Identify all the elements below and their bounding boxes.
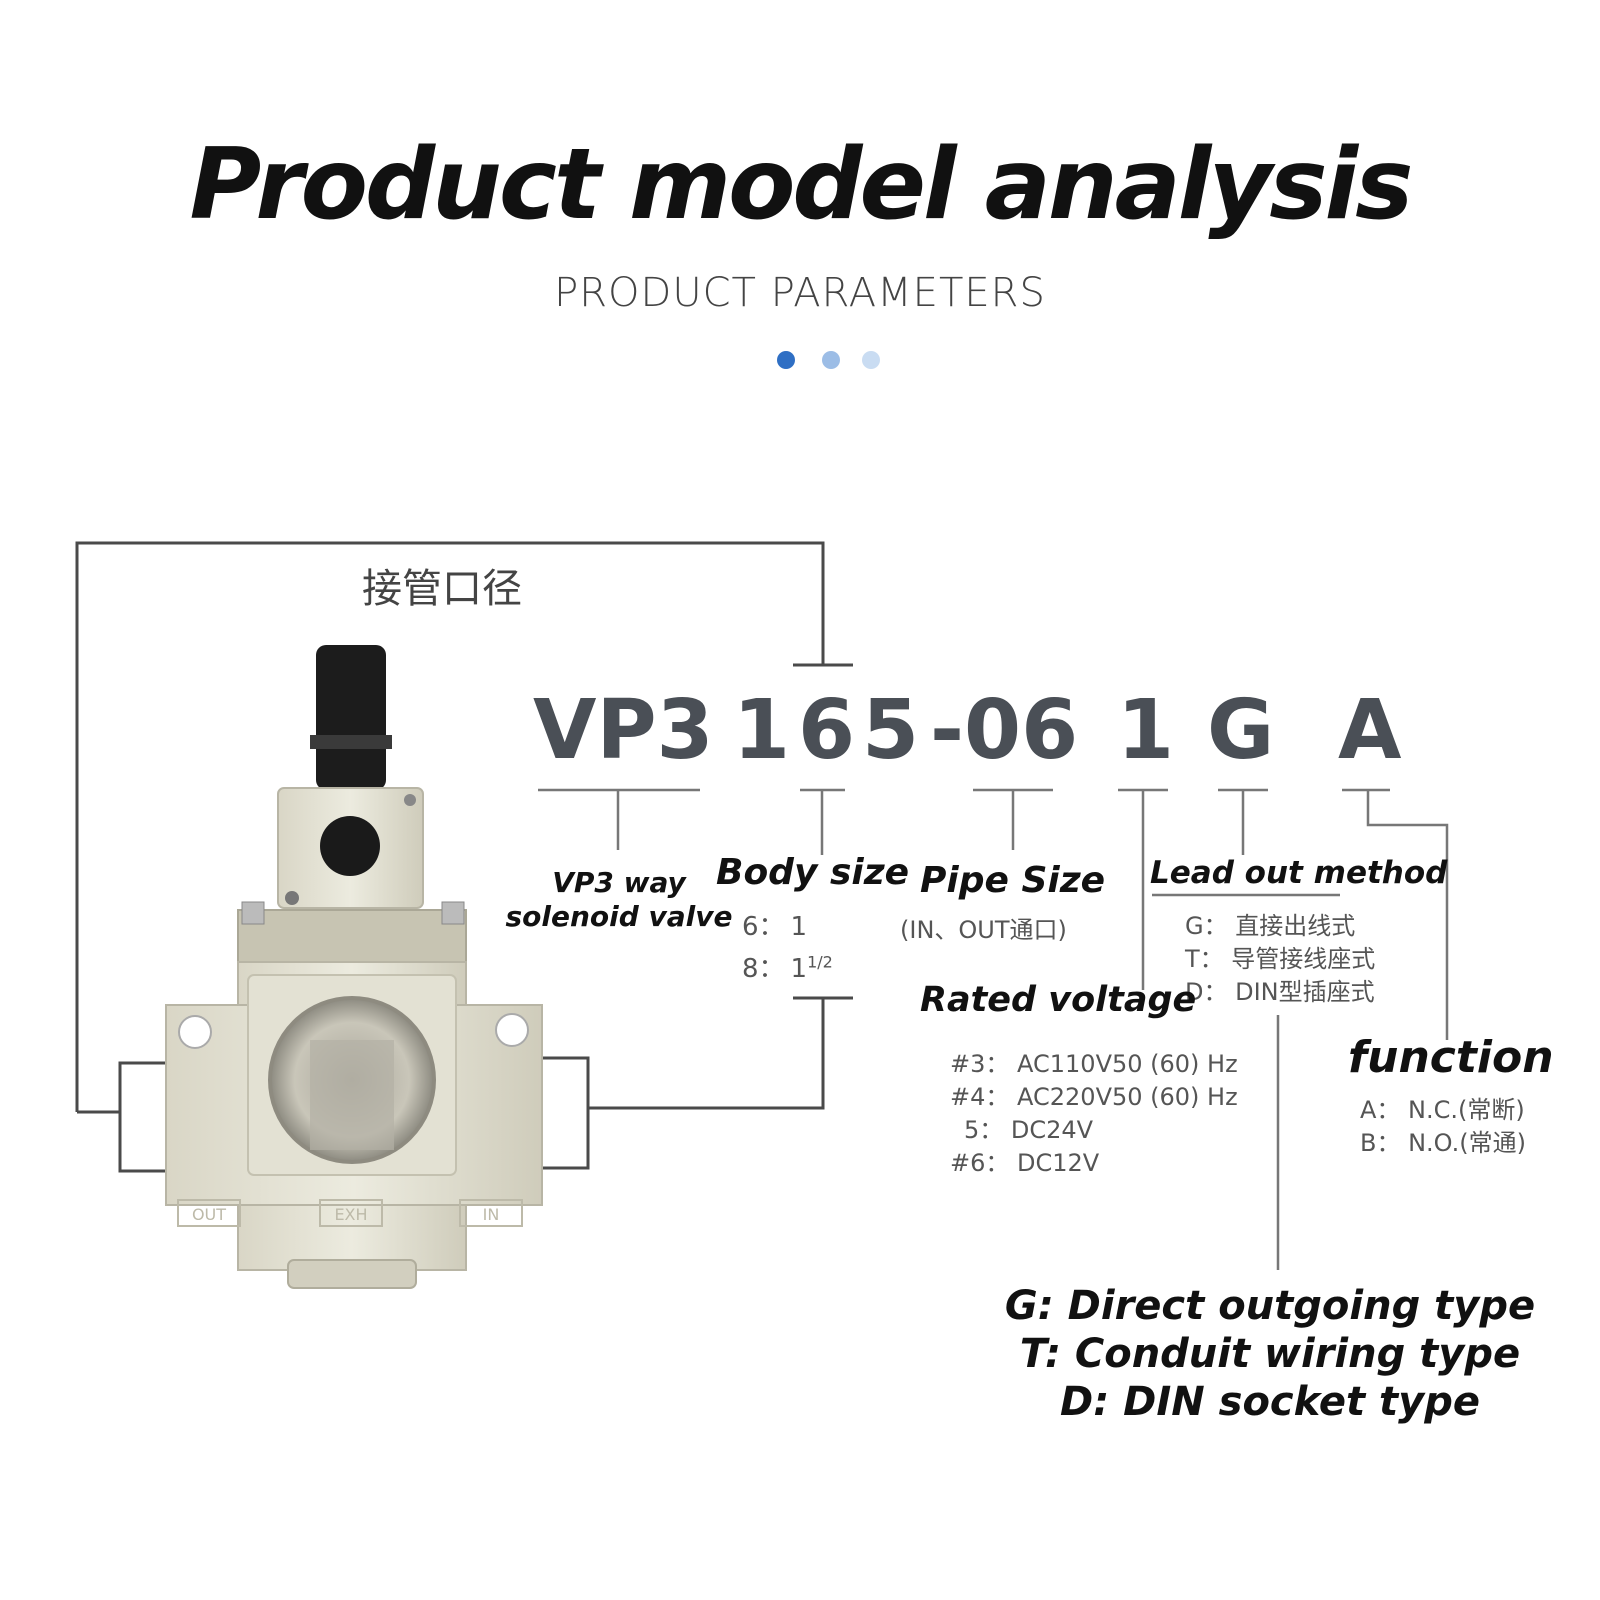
pipe-size-note: (IN、OUT通口) [900, 916, 1067, 944]
model-body-digit-1: 1 [733, 683, 791, 778]
port-label-in: IN [483, 1205, 500, 1224]
lead-option-d: D： DIN型插座式 [1185, 978, 1375, 1006]
lead-out-options: G： 直接出线式 T： 导管接线座式 D： DIN型插座式 [1185, 910, 1375, 1009]
model-body-digit-2: 6 [798, 683, 856, 778]
model-lead: G [1207, 683, 1275, 778]
model-pipe-size: -06 [930, 683, 1079, 778]
voltage-options: #3： AC110V50 (60) Hz #4： AC220V50 (60) H… [950, 1048, 1238, 1180]
body-size-label: Body size [716, 852, 910, 893]
lead-explanation-d: D: DIN socket type [1060, 1379, 1480, 1425]
model-body-digit-3: 5 [862, 683, 920, 778]
lead-option-g: G： 直接出线式 [1185, 912, 1356, 940]
page-subtitle: PRODUCT PARAMETERS [554, 270, 1046, 316]
voltage-option-3: #3： AC110V50 (60) Hz [950, 1050, 1238, 1078]
page-title: Product model analysis [189, 128, 1414, 242]
function-options: A： N.C.(常断) B： N.O.(常通) [1360, 1094, 1526, 1160]
series-label-line2: solenoid valve [505, 900, 733, 933]
rated-voltage-label: Rated voltage [920, 980, 1197, 1020]
model-series: VP3 [533, 683, 714, 778]
voltage-option-5: 5： DC24V [964, 1116, 1094, 1144]
voltage-option-6: #6： DC12V [950, 1149, 1100, 1177]
lead-explanations: G: Direct outgoing type T: Conduit wirin… [990, 1282, 1550, 1426]
voltage-option-4: #4： AC220V50 (60) Hz [950, 1083, 1238, 1111]
body-size-option-6: 6：1 [742, 912, 808, 942]
body-size-option-8: 8：11/2 [742, 952, 833, 984]
function-option-b: B： N.O.(常通) [1360, 1129, 1526, 1157]
model-voltage: 1 [1117, 683, 1175, 778]
pager-dot-3 [862, 351, 880, 369]
solenoid-valve-illustration: OUT EXH IN [165, 645, 543, 1289]
pager-dot-1 [777, 351, 795, 369]
pager-dot-2 [822, 351, 840, 369]
lead-explanation-g: G: Direct outgoing type [1004, 1283, 1536, 1329]
lead-option-t: T： 导管接线座式 [1185, 945, 1376, 973]
lead-explanation-t: T: Conduit wiring type [1019, 1331, 1521, 1377]
port-label-out: OUT [192, 1205, 226, 1224]
series-label: VP3 way solenoid valve [494, 866, 744, 934]
pipe-size-label: Pipe Size [920, 860, 1106, 901]
pipe-bore-label: 接管口径 [362, 566, 522, 612]
function-label: function [1348, 1032, 1554, 1083]
model-function: A [1338, 683, 1402, 778]
series-label-line1: VP3 way [552, 866, 686, 899]
port-label-exh: EXH [334, 1205, 367, 1224]
lead-out-label: Lead out method [1150, 855, 1448, 891]
function-option-a: A： N.C.(常断) [1360, 1096, 1525, 1124]
